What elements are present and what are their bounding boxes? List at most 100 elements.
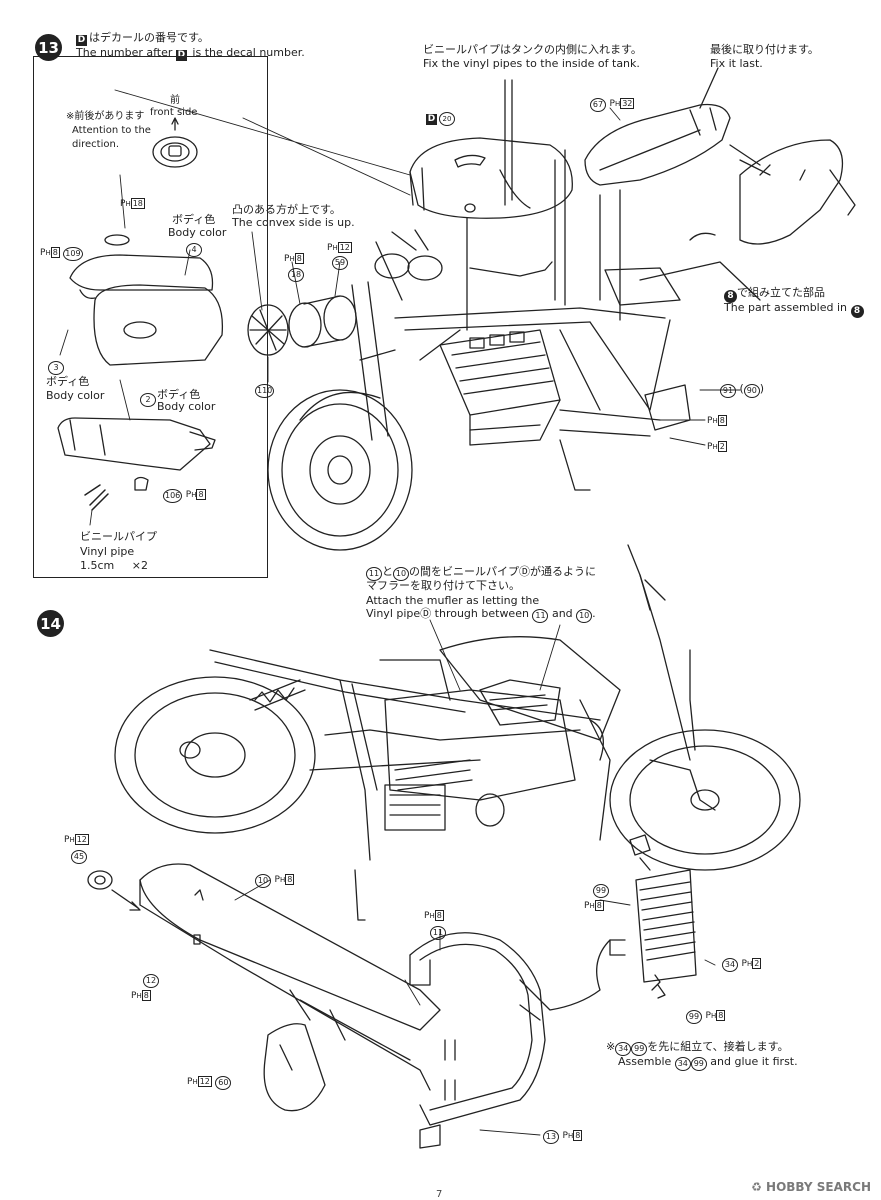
decal-note-en-post: is the decal number. — [192, 46, 305, 59]
front-label-jp: 前 — [170, 95, 180, 106]
muffler-en-text-2: Vinyl pipeⒹ through between — [366, 607, 529, 620]
assembled-note-en: The part assembled in 8 — [724, 301, 864, 318]
part-3-label: 3 — [48, 359, 64, 375]
vinyl-tank-note-en: Fix the vinyl pipes to the inside of tan… — [423, 57, 640, 70]
front-label-en: front side — [150, 107, 198, 118]
ph12-box-45: 12 — [74, 834, 89, 845]
part-59: 59 — [332, 256, 348, 270]
step-8-icon-2: 8 — [850, 305, 864, 318]
step-14-badge: 14 — [37, 610, 64, 637]
direction-note-en-2: direction. — [72, 139, 120, 150]
ph8-box: 8 — [50, 247, 60, 258]
part-99-label: 99 — [593, 882, 609, 898]
ph8-box-106: 8 — [196, 489, 206, 500]
watermark-icon: ♻ — [751, 1180, 762, 1194]
part-12: 12 — [143, 974, 159, 988]
part-10-note: 10 — [393, 567, 409, 581]
vinyl-size: 1.5cm — [80, 559, 115, 572]
body-color-2-en: Body color — [157, 400, 216, 413]
vinyl-pipe-size: 1.5cm ×2 — [80, 559, 148, 572]
ph8-box-99: 8 — [594, 900, 604, 911]
part-10-note-en: 10 — [576, 609, 593, 623]
part-11-label: 11 — [430, 924, 446, 940]
ph2-box-34: 2 — [752, 958, 762, 969]
part-11-note-en: 11 — [532, 609, 549, 623]
part-45: 45 — [71, 850, 87, 864]
inset-tank-assembly-illustration — [57, 117, 224, 526]
ph12-box: 12 — [337, 242, 352, 253]
vinyl-pipe-jp: ビニールパイプ — [80, 530, 157, 543]
part-99: 99 — [593, 884, 609, 898]
direction-note-jp: ※前後があります — [66, 111, 145, 122]
part-91: 91 — [720, 384, 736, 398]
part-59-label: 59 — [332, 254, 348, 270]
part-110-label: 110 — [255, 382, 275, 398]
part-106: 106 — [163, 489, 183, 503]
part-99-note: 99 — [631, 1042, 648, 1056]
ph8-box-18: 8 — [294, 253, 304, 264]
muffler-jp-text-1: の間をビニールパイプⒹが通るように — [409, 565, 596, 578]
assembled-jp-text: で組み立てた部品 — [737, 286, 825, 299]
part-90: 90 — [743, 384, 760, 398]
part-34-note: 34 — [615, 1042, 632, 1056]
direction-note-en-1: Attention to the — [72, 125, 151, 136]
step-13-number: 13 — [38, 38, 59, 57]
part-18: 18 — [288, 268, 304, 282]
tail-cowl-illustration — [554, 139, 856, 321]
part-2: 2 — [140, 393, 156, 407]
body-color-4-en: Body color — [168, 226, 227, 239]
decal-20: 20 — [439, 112, 455, 126]
body-color-2-jp: ボディ色 — [157, 388, 201, 401]
ph12-box-60: 12 — [197, 1076, 212, 1087]
ph8-box-13: 8 — [573, 1130, 583, 1141]
ph8-box-12: 8 — [141, 990, 151, 1001]
step14-motorcycle-illustration — [87, 544, 801, 1149]
part-99-b: 99 — [686, 1010, 702, 1024]
body-color-3-jp: ボディ色 — [46, 375, 90, 388]
vinyl-pipe-en: Vinyl pipe — [80, 545, 135, 558]
vinyl-qty: ×2 — [131, 559, 148, 572]
part-3: 3 — [48, 361, 64, 375]
part-18-label: 18 — [288, 266, 304, 282]
part-45-label: 45 — [71, 848, 87, 864]
assemble-en-pre: Assemble — [618, 1055, 672, 1068]
part-34: 34 — [722, 958, 738, 972]
ph2-box: 2 — [717, 441, 727, 452]
part-13: 13 — [543, 1130, 559, 1144]
muffler-note-en-2: Vinyl pipeⒹ through between 11 and 10. — [366, 607, 596, 623]
ph8-box-10: 8 — [285, 874, 295, 885]
assemble-en-post: and glue it first. — [710, 1055, 798, 1068]
muffler-note-jp-2: マフラーを取り付けて下さい。 — [366, 579, 520, 592]
vinyl-tank-note-jp: ビニールパイプはタンクの内側に入れます。 — [423, 43, 642, 56]
part-34-note-en: 34 — [674, 1057, 691, 1071]
ph32-box: 32 — [620, 98, 635, 109]
ph8-box-11: 8 — [434, 910, 444, 921]
body-color-3-en: Body color — [46, 389, 105, 402]
part-67: 67 — [590, 98, 606, 112]
decal-note-jp-text: はデカールの番号です。 — [89, 31, 209, 44]
decal-letter-icon-3: D — [426, 114, 437, 125]
part-12-label: 12 — [143, 972, 159, 988]
part-91-90-label: 91 (90) — [720, 382, 764, 398]
part-4: 4 — [186, 243, 202, 257]
fit-last-note-jp: 最後に取り付けます。 — [710, 43, 819, 56]
decal-note-en: The number after D is the decal number. — [76, 46, 305, 61]
hobby-search-watermark: ♻ HOBBY SEARCH — [751, 1180, 871, 1194]
